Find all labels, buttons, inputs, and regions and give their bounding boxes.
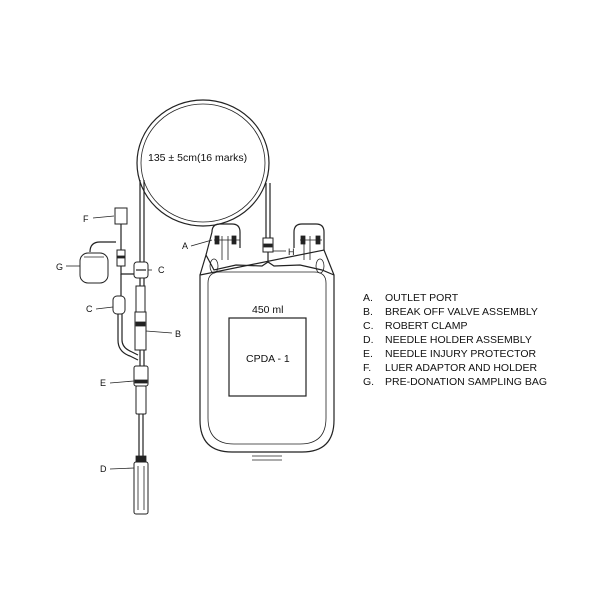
legend-letter: D.: [363, 334, 374, 346]
callout-lines: [66, 215, 286, 470]
legend-item: E. NEEDLE INJURY PROTECTOR: [363, 348, 537, 360]
callout-b: B: [175, 329, 181, 339]
luer-adaptor: [114, 207, 138, 275]
needle-injury-protector: [133, 365, 149, 456]
callout-d: D: [100, 464, 107, 474]
callout-h: H: [288, 247, 295, 257]
legend-text: LUER ADAPTOR AND HOLDER: [385, 362, 538, 374]
legend-text: OUTLET PORT: [385, 292, 459, 304]
blood-bag: [199, 223, 335, 461]
legend-text: ROBERT CLAMP: [385, 320, 467, 332]
callout-a: A: [182, 241, 188, 251]
callout-f: F: [83, 214, 89, 224]
legend-item: C. ROBERT CLAMP: [363, 320, 467, 332]
bag-inlet-tube: [262, 183, 274, 262]
legend-item: F. LUER ADAPTOR AND HOLDER: [363, 362, 538, 374]
legend-item: B. BREAK OFF VALVE ASSEMBLY: [363, 306, 538, 318]
legend: A. OUTLET PORT B. BREAK OFF VALVE ASSEMB…: [363, 292, 547, 388]
legend-text: BREAK OFF VALVE ASSEMBLY: [385, 306, 538, 318]
legend-item: D. NEEDLE HOLDER ASSEMBLY: [363, 334, 532, 346]
callout-c-upper: C: [158, 265, 165, 275]
bag-volume-label: 450 ml: [252, 304, 284, 316]
legend-letter: C.: [363, 320, 374, 332]
legend-letter: B.: [363, 306, 373, 318]
callout-e: E: [100, 378, 106, 388]
callout-g: G: [56, 262, 63, 272]
legend-text: NEEDLE INJURY PROTECTOR: [385, 348, 537, 360]
legend-text: NEEDLE HOLDER ASSEMBLY: [385, 334, 532, 346]
robert-clamp-upper: [133, 261, 149, 279]
bag-solution-label: CPDA - 1: [246, 353, 290, 365]
legend-item: G. PRE-DONATION SAMPLING BAG: [363, 376, 547, 388]
bag-label-box: [228, 317, 307, 397]
side-tube: [112, 274, 139, 361]
legend-letter: F.: [363, 362, 371, 374]
legend-letter: E.: [363, 348, 373, 360]
legend-item: A. OUTLET PORT: [363, 292, 459, 304]
needle-holder-assembly: [133, 455, 149, 515]
tubing-coil: [136, 99, 270, 227]
legend-letter: G.: [363, 376, 374, 388]
callout-c-lower: C: [86, 304, 93, 314]
tubing-length-label: 135 ± 5cm(16 marks): [148, 152, 247, 164]
legend-text: PRE-DONATION SAMPLING BAG: [385, 376, 547, 388]
sampling-bag: [79, 241, 116, 284]
legend-letter: A.: [363, 292, 373, 304]
